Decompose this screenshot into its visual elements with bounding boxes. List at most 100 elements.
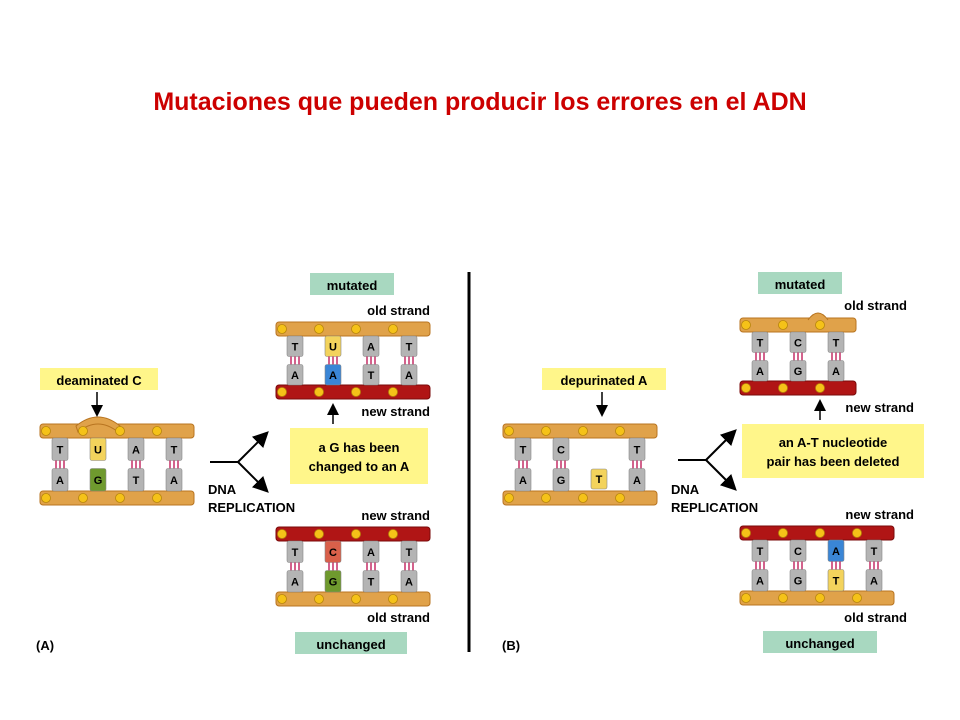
base-A: A: [324, 364, 342, 386]
svg-text:G: G: [94, 475, 103, 487]
old-strand-label-lower: old strand: [844, 610, 907, 625]
damage-label-box: [542, 368, 666, 390]
unchanged-label-box: [295, 632, 407, 654]
svg-text:A: A: [132, 444, 140, 456]
phosphate-dot: [351, 594, 361, 604]
phosphate-dot: [314, 387, 324, 397]
damage-label: deaminated C: [56, 373, 142, 388]
unchanged-label: unchanged: [316, 637, 385, 652]
phosphate-dot: [388, 324, 398, 334]
result-label-box: [290, 428, 428, 484]
svg-text:T: T: [871, 546, 878, 558]
svg-text:T: T: [171, 444, 178, 456]
phosphate-dot: [541, 493, 551, 503]
phosphate-dot: [578, 493, 588, 503]
phosphate-dot: [541, 426, 551, 436]
phosphate-dot: [277, 324, 287, 334]
svg-text:T: T: [833, 575, 840, 587]
damage-label: depurinated A: [561, 373, 649, 388]
phosphate-dot: [741, 383, 751, 393]
hydrogen-bonds: [755, 561, 765, 570]
phosphate-dot: [852, 593, 862, 603]
base-T-unpaired: T: [590, 468, 608, 490]
hydrogen-bonds: [793, 352, 803, 361]
base-A: A: [286, 570, 304, 593]
phosphate-dot: [277, 594, 287, 604]
base-T: T: [165, 437, 183, 461]
result-label-box: [742, 424, 924, 478]
new-strand: [739, 380, 857, 396]
base-A: A: [751, 569, 769, 592]
phosphate-dot: [615, 493, 625, 503]
svg-text:G: G: [794, 575, 803, 587]
replication-label-line2: REPLICATION: [671, 500, 758, 515]
unchanged-label-box: [763, 631, 877, 653]
svg-text:T: T: [292, 547, 299, 559]
hydrogen-bonds: [328, 356, 338, 365]
page-title: Mutaciones que pueden producir los error…: [153, 88, 807, 116]
damage-label-box: deaminated C: [40, 368, 158, 390]
base-T: T: [286, 335, 304, 357]
svg-text:T: T: [368, 370, 375, 382]
hydrogen-bonds: [366, 562, 376, 571]
new-strand-label-lower: new strand: [845, 507, 914, 522]
svg-text:C: C: [794, 546, 802, 558]
hydrogen-bonds: [518, 460, 528, 469]
phosphate-dot: [78, 493, 88, 503]
base-A: A: [514, 468, 532, 492]
mutated-label: mutated: [775, 277, 826, 292]
base-A: A: [362, 335, 380, 357]
old-strand-label: old strand: [844, 298, 907, 313]
base-T: T: [400, 335, 418, 357]
base-T: T: [865, 539, 883, 562]
base-C: C: [552, 437, 570, 461]
svg-text:A: A: [832, 366, 840, 378]
replication-arrows: [678, 429, 737, 491]
phosphate-dot: [504, 493, 514, 503]
base-U: U: [324, 335, 342, 357]
svg-text:A: A: [405, 576, 413, 588]
phosphate-dot: [741, 528, 751, 538]
phosphate-dot: [314, 594, 324, 604]
phosphate-dot: [314, 529, 324, 539]
base-T: T: [514, 437, 532, 461]
svg-text:A: A: [405, 370, 413, 382]
phosphate-dot: [388, 387, 398, 397]
svg-text:A: A: [519, 475, 527, 487]
phosphate-dot: [351, 324, 361, 334]
svg-text:U: U: [94, 444, 102, 456]
base-G: G: [552, 468, 570, 492]
panel-b-tag: (B): [502, 638, 520, 653]
svg-text:T: T: [368, 576, 375, 588]
svg-text:U: U: [329, 341, 337, 353]
replication-label-line1: DNA: [208, 482, 237, 497]
base-T: T: [286, 540, 304, 563]
svg-text:A: A: [367, 547, 375, 559]
old-strand-label: old strand: [367, 303, 430, 318]
svg-text:C: C: [557, 444, 565, 456]
hydrogen-bonds: [55, 460, 65, 469]
hydrogen-bonds: [131, 460, 141, 469]
svg-text:T: T: [833, 337, 840, 349]
svg-text:T: T: [596, 474, 603, 486]
phosphate-dot: [852, 528, 862, 538]
svg-text:A: A: [329, 370, 337, 382]
base-C: C: [324, 540, 342, 563]
svg-text:A: A: [870, 575, 878, 587]
result-label-line1: a G has been: [319, 440, 400, 455]
new-strand-label: new strand: [845, 400, 914, 415]
base-A: A: [827, 360, 845, 382]
mutated-label: mutated: [327, 278, 378, 293]
phosphate-dot: [815, 528, 825, 538]
phosphate-dot: [41, 493, 51, 503]
phosphate-dot: [78, 426, 88, 436]
hydrogen-bonds: [404, 562, 414, 571]
base-U: U: [89, 437, 107, 461]
base-G: G: [324, 570, 342, 593]
svg-text:A: A: [633, 475, 641, 487]
svg-text:A: A: [756, 366, 764, 378]
